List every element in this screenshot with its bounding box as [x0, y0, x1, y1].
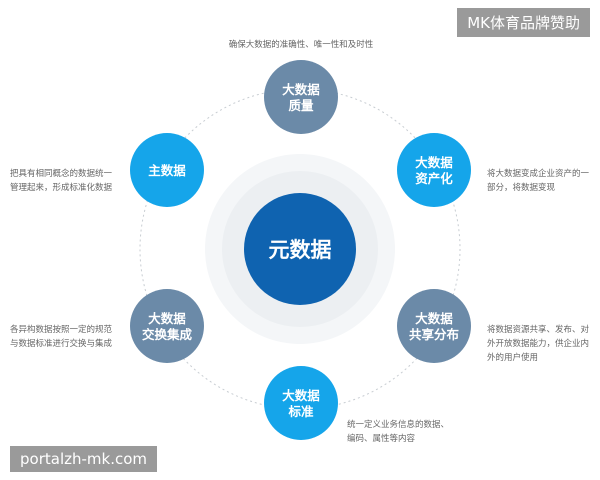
- watermark-bottom: portalzh-mk.com: [10, 446, 158, 472]
- watermark-top: MK体育品牌赞助: [457, 8, 590, 37]
- node-master-circle: [130, 133, 204, 207]
- node-exchange-circle: [130, 289, 204, 363]
- node-assetization-label: 资产化: [415, 171, 453, 186]
- node-assetization-label: 大数据: [415, 155, 453, 170]
- center-node: [244, 193, 356, 305]
- node-assetization-description: 将大数据变成企业资产的一: [487, 168, 590, 179]
- node-sharing-circle: [397, 289, 471, 363]
- node-sharing-description: 外的用户使用: [487, 352, 538, 363]
- node-sharing-label: 大数据: [415, 311, 453, 326]
- node-quality-circle: [264, 60, 338, 134]
- node-standard-label: 大数据: [282, 388, 320, 403]
- node-quality-label: 质量: [288, 98, 314, 113]
- node-quality-description: 确保大数据的准确性、唯一性和及时性: [229, 39, 374, 50]
- node-sharing-label: 共享分布: [409, 327, 460, 342]
- node-standard-description: 编码、属性等内容: [347, 433, 416, 444]
- node-exchange-label: 交换集成: [142, 327, 193, 342]
- center-label: 元数据: [269, 238, 332, 262]
- node-exchange-label: 大数据: [148, 311, 186, 326]
- node-exchange-description: 各异构数据按照一定的规范: [10, 324, 113, 335]
- node-standard-description: 统一定义业务信息的数据、: [347, 419, 449, 430]
- node-standard-label: 标准: [287, 404, 314, 419]
- node-master-description: 把具有相同概念的数据统一: [10, 168, 113, 179]
- node-sharing-description: 外开放数据能力，供企业内: [487, 338, 589, 349]
- node-master-label: 主数据: [148, 163, 186, 178]
- node-master-description: 管理起来，形成标准化数据: [10, 182, 113, 193]
- node-exchange-description: 与数据标准进行交换与集成: [10, 338, 113, 349]
- node-standard-circle: [264, 366, 338, 440]
- node-master: 主数据: [130, 133, 204, 207]
- node-quality-label: 大数据: [282, 82, 320, 97]
- node-sharing-description: 将数据资源共享、发布、对: [487, 324, 590, 335]
- node-assetization-circle: [397, 133, 471, 207]
- node-assetization-description: 部分，将数据变现: [487, 182, 556, 193]
